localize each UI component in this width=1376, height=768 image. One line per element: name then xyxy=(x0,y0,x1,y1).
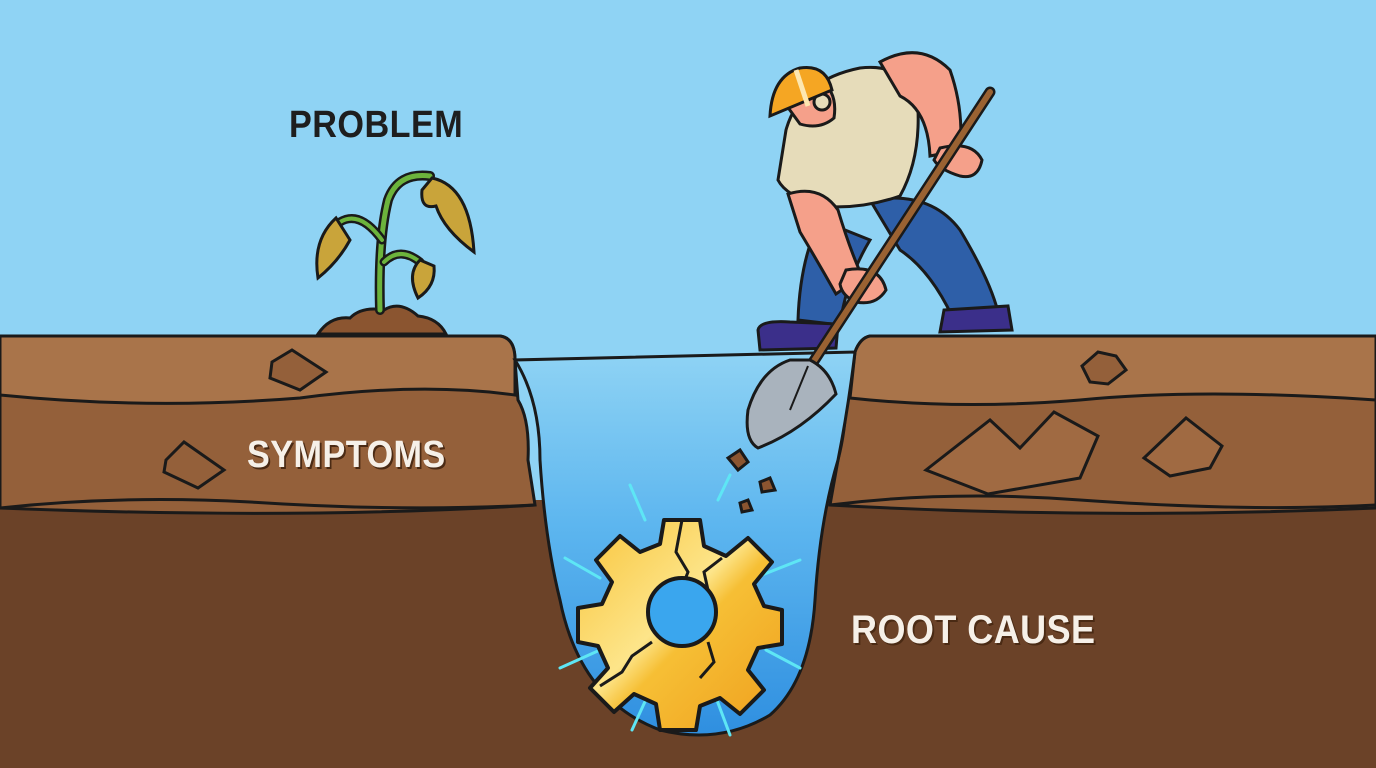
digging-worker xyxy=(745,51,1014,450)
rock-icon xyxy=(1141,416,1224,478)
symptoms-label: SYMPTOMS xyxy=(247,434,446,476)
sparkle-rays xyxy=(558,473,802,737)
problem-label: PROBLEM xyxy=(289,104,464,146)
left-ground xyxy=(0,304,537,515)
rock-icon xyxy=(922,410,1100,496)
wilting-plant-icon xyxy=(315,170,476,315)
falling-dirt xyxy=(725,447,778,514)
rock-icon xyxy=(268,348,329,392)
broken-gear-icon xyxy=(576,518,784,732)
rock-icon xyxy=(162,440,227,490)
root-cause-label: ROOT CAUSE xyxy=(851,608,1096,652)
right-ground xyxy=(828,334,1376,515)
rock-icon xyxy=(1080,350,1129,386)
